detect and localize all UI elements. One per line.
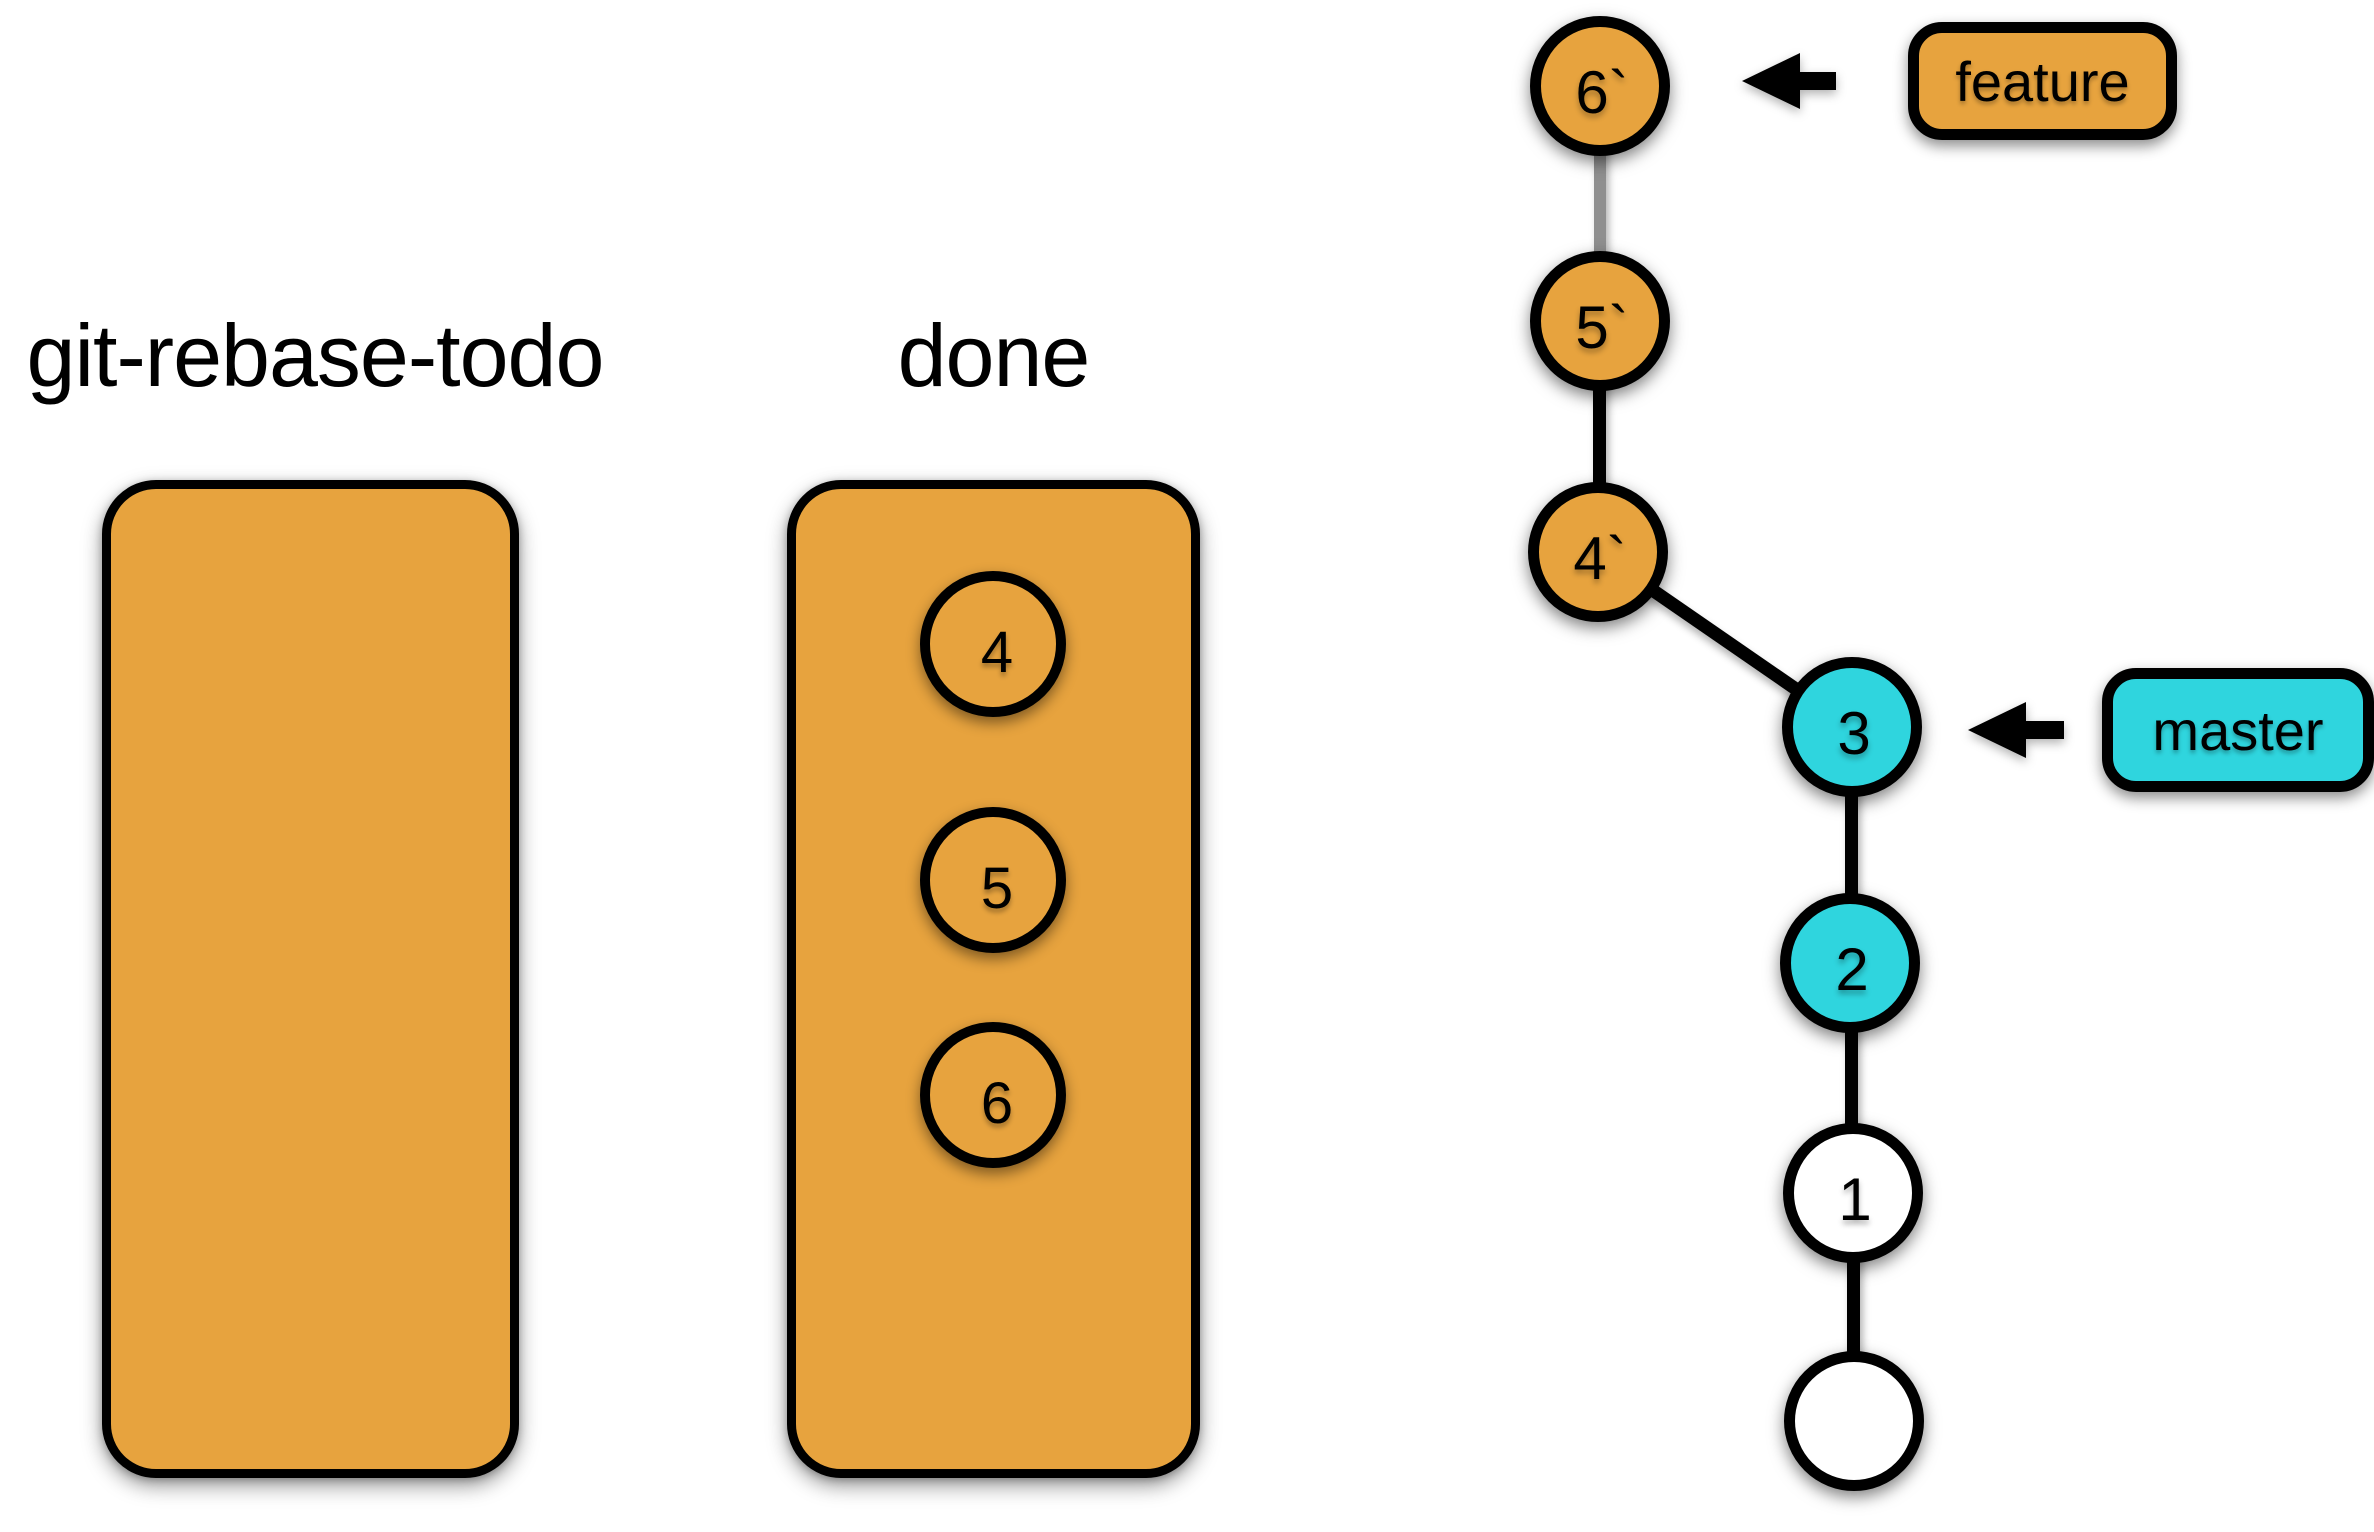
commit-node-1: 1: [1783, 1123, 1923, 1263]
master-arrow-icon: [1968, 702, 2064, 758]
feature-arrow-icon: [1742, 53, 1836, 109]
done-commit-5: 5: [920, 807, 1066, 953]
done-commit-6: 6: [920, 1022, 1066, 1168]
done-commit-4-label: 4: [980, 619, 1014, 685]
todo-panel-box: [102, 480, 519, 1478]
master-arrow-tail: [2024, 721, 2064, 739]
master-arrow-head: [1968, 702, 2026, 758]
commit-node-5-prime: 5`: [1530, 251, 1670, 391]
commit-node-3-label: 3: [1837, 699, 1871, 767]
commit-node-1-label: 1: [1838, 1165, 1872, 1233]
feature-branch-label-text: feature: [1955, 49, 2130, 113]
commit-node-3: 3: [1782, 657, 1922, 797]
commit-node-5-prime-label: 5`: [1575, 293, 1629, 361]
commit-node-4-prime: 4`: [1528, 482, 1668, 622]
todo-panel-title: git-rebase-todo: [26, 306, 605, 405]
done-commit-5-label: 5: [980, 855, 1014, 921]
feature-branch-label: feature: [1908, 22, 2177, 140]
done-commit-6-label: 6: [980, 1070, 1014, 1136]
commit-node-2-label: 2: [1835, 935, 1869, 1003]
commit-node-6-prime: 6`: [1530, 16, 1670, 156]
done-panel-title: done: [897, 306, 1091, 405]
commit-node-2: 2: [1780, 893, 1920, 1033]
master-branch-label: master: [2102, 668, 2374, 792]
commit-node-4-prime-label: 4`: [1573, 524, 1627, 592]
master-branch-label-text: master: [2152, 698, 2324, 762]
commit-node-root: [1784, 1351, 1924, 1491]
feature-arrow-tail: [1798, 72, 1836, 90]
done-commit-4: 4: [920, 571, 1066, 717]
feature-arrow-head: [1742, 53, 1800, 109]
commit-node-6-prime-label: 6`: [1575, 58, 1629, 126]
